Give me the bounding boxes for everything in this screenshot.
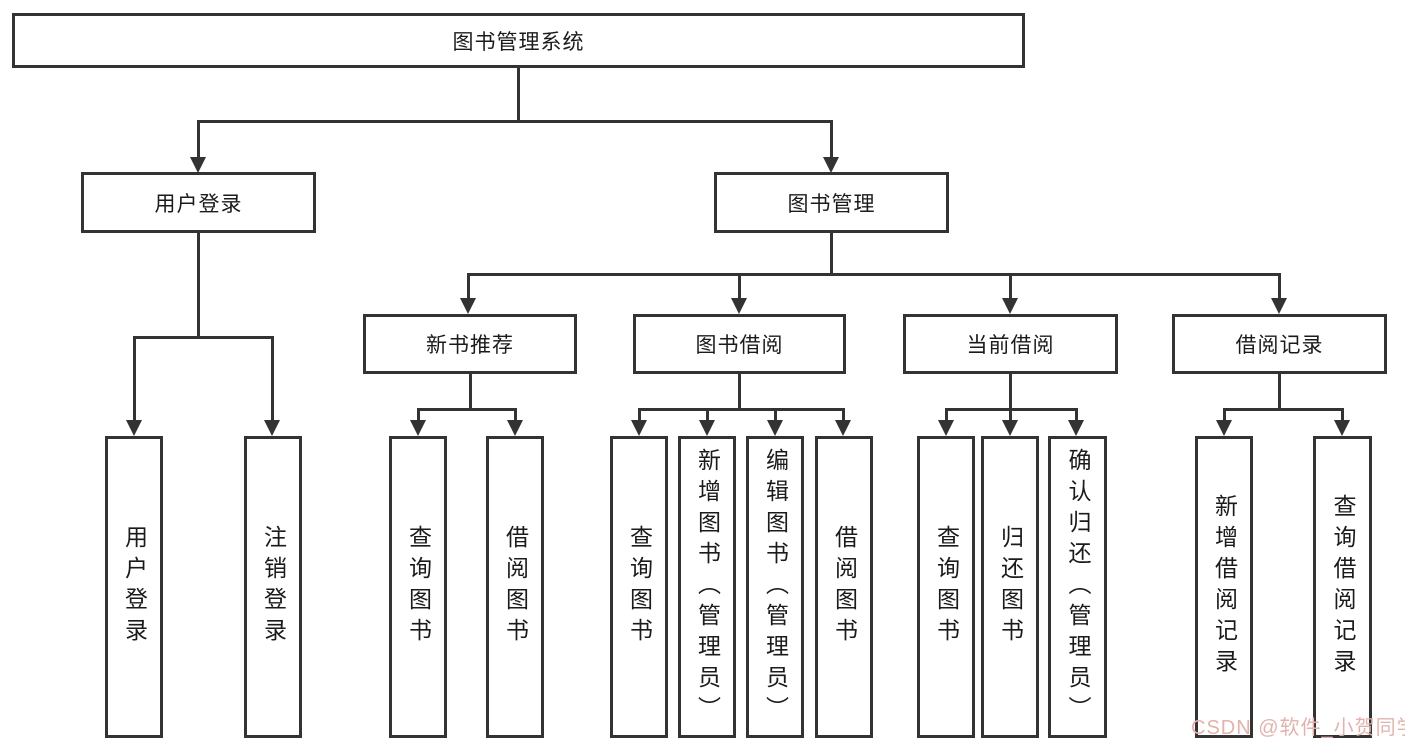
connector-line <box>271 336 274 422</box>
csdn-watermark: CSDN @软件_小贺同学 <box>1191 717 1405 739</box>
node-current-borrowing: 当前借阅 <box>903 314 1118 374</box>
leaf-edit-book-admin: 编辑图书（管理员） <box>746 436 804 738</box>
connector-line <box>517 68 520 120</box>
leaf-return-book: 归还图书 <box>981 436 1039 738</box>
connector-line <box>945 408 948 422</box>
arrow-down-icon <box>1334 420 1350 436</box>
leaf-logout: 注销登录 <box>244 436 302 738</box>
connector-line <box>638 408 845 411</box>
arrow-down-icon <box>1068 420 1084 436</box>
connector-line <box>467 273 1281 276</box>
arrow-down-icon <box>460 298 476 314</box>
arrow-down-icon <box>767 420 783 436</box>
node-user-login: 用户登录 <box>81 172 316 233</box>
leaf-confirm-return-admin: 确认归还（管理员） <box>1048 436 1107 738</box>
connector-line <box>830 120 833 160</box>
leaf-borrow-book: 借阅图书 <box>815 436 873 738</box>
arrow-down-icon <box>507 420 523 436</box>
arrow-down-icon <box>835 420 851 436</box>
connector-line <box>133 336 274 339</box>
connector-line <box>197 233 200 336</box>
leaf-query-book-borrowing: 查询图书 <box>610 436 668 738</box>
connector-line <box>1278 273 1281 300</box>
connector-line <box>469 374 472 408</box>
node-root: 图书管理系统 <box>12 13 1025 68</box>
arrow-down-icon <box>699 420 715 436</box>
leaf-query-book-current: 查询图书 <box>917 436 975 738</box>
connector-line <box>197 120 833 123</box>
connector-line <box>197 120 200 160</box>
connector-line <box>417 408 517 411</box>
connector-line <box>417 408 420 422</box>
connector-line <box>738 374 741 408</box>
leaf-query-borrow-record: 查询借阅记录 <box>1313 436 1372 738</box>
arrow-down-icon <box>1216 420 1232 436</box>
arrow-down-icon <box>1002 420 1018 436</box>
arrow-down-icon <box>823 157 839 173</box>
connector-line <box>706 408 709 422</box>
arrow-down-icon <box>126 420 142 436</box>
connector-line <box>1075 408 1078 422</box>
connector-line <box>1009 273 1012 300</box>
arrow-down-icon <box>190 157 206 173</box>
node-borrowing-records: 借阅记录 <box>1172 314 1387 374</box>
arrow-down-icon <box>731 298 747 314</box>
connector-line <box>1341 408 1344 422</box>
leaf-query-book-recommend: 查询图书 <box>389 436 447 738</box>
connector-line <box>1223 408 1226 422</box>
connector-line <box>133 336 136 422</box>
arrow-down-icon <box>410 420 426 436</box>
arrow-down-icon <box>938 420 954 436</box>
connector-line <box>1278 374 1281 408</box>
arrow-down-icon <box>264 420 280 436</box>
connector-line <box>1223 408 1343 411</box>
connector-line <box>638 408 641 422</box>
leaf-add-borrow-record: 新增借阅记录 <box>1195 436 1253 738</box>
node-book-management: 图书管理 <box>714 172 949 233</box>
node-new-book-recommendation: 新书推荐 <box>363 314 577 374</box>
arrow-down-icon <box>631 420 647 436</box>
leaf-borrow-book-recommend: 借阅图书 <box>486 436 544 738</box>
connector-line <box>738 273 741 300</box>
connector-line <box>842 408 845 422</box>
arrow-down-icon <box>1271 298 1287 314</box>
connector-line <box>774 408 777 422</box>
connector-line <box>467 273 470 300</box>
connector-line <box>1009 374 1012 408</box>
connector-line <box>830 233 833 273</box>
connector-line <box>1009 408 1012 422</box>
leaf-user-login: 用户登录 <box>105 436 163 738</box>
arrow-down-icon <box>1002 298 1018 314</box>
connector-line <box>514 408 517 422</box>
leaf-add-book-admin: 新增图书（管理员） <box>678 436 736 738</box>
node-book-borrowing: 图书借阅 <box>633 314 846 374</box>
